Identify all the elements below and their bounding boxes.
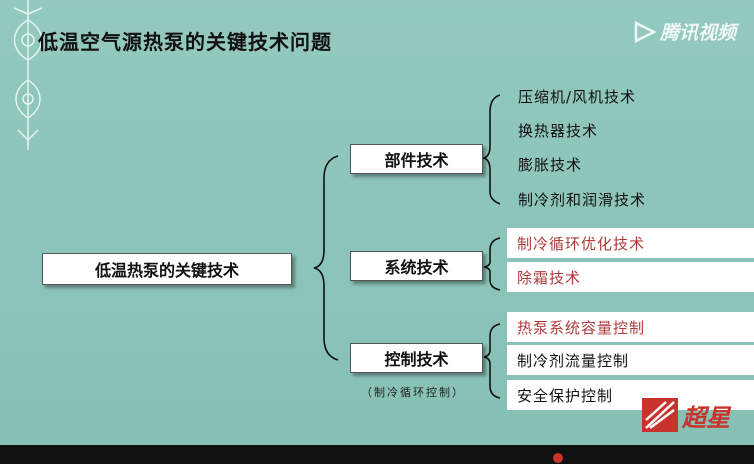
leaf-control: 热泵系统容量控制 — [507, 312, 754, 342]
category-node-control: 控制技术 — [350, 343, 483, 373]
leaf-component: 压缩机/风机技术 — [518, 88, 637, 106]
leaf-control: 安全保护控制 — [507, 380, 754, 410]
leaf-control-label: 安全保护控制 — [517, 386, 614, 405]
leaf-component: 制冷剂和润滑技术 — [518, 191, 647, 209]
slide: 低温空气源热泵的关键技术问题 腾讯视频 低温热泵的关键技术 部件技术 系统技术 … — [0, 0, 754, 445]
chaoxing-logo: 超星 — [640, 396, 730, 434]
progress-handle[interactable] — [553, 453, 563, 463]
root-node: 低温热泵的关键技术 — [42, 253, 292, 285]
logo-text: 超星 — [682, 403, 730, 432]
play-triangle-icon — [634, 20, 656, 43]
leaf-system-label: 除霜技术 — [517, 268, 582, 287]
leaf-component: 膨胀技术 — [518, 156, 583, 174]
page-title: 低温空气源热泵的关键技术问题 — [38, 30, 332, 54]
leaf-system: 除霜技术 — [507, 262, 754, 292]
leaf-component: 换热器技术 — [518, 122, 599, 140]
category-node-component: 部件技术 — [350, 144, 483, 174]
ornament-decoration-icon — [13, 0, 43, 150]
category-label: 系统技术 — [384, 258, 449, 277]
leaf-system: 制冷循环优化技术 — [507, 228, 754, 258]
tencent-video-watermark: 腾讯视频 — [632, 18, 736, 45]
category-node-system: 系统技术 — [350, 251, 483, 281]
category-label: 控制技术 — [384, 350, 449, 369]
leaf-control-label: 制冷剂流量控制 — [517, 351, 630, 370]
root-node-label: 低温热泵的关键技术 — [94, 261, 239, 280]
leaf-control: 制冷剂流量控制 — [507, 345, 754, 375]
chaoxing-logo-icon — [642, 398, 678, 432]
leaf-control-label: 热泵系统容量控制 — [517, 318, 646, 337]
category-label: 部件技术 — [384, 151, 449, 170]
tree-connectors — [313, 94, 501, 399]
leaf-system-label: 制冷循环优化技术 — [517, 234, 646, 253]
control-note: （制冷循环控制） — [361, 386, 465, 399]
video-progress-bar[interactable] — [0, 445, 754, 464]
watermark-text: 腾讯视频 — [659, 22, 736, 44]
